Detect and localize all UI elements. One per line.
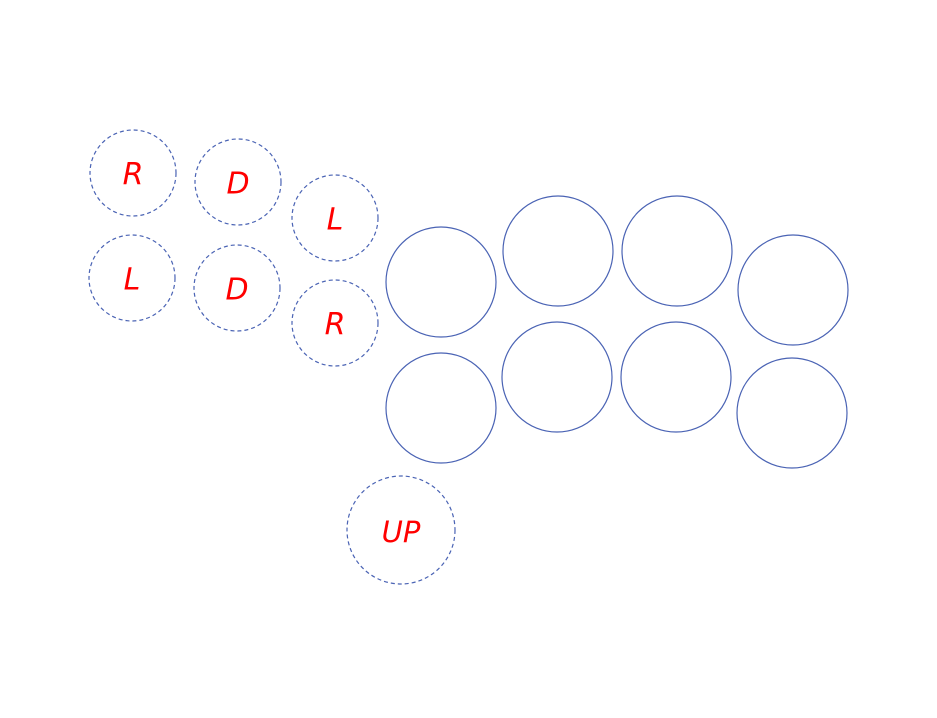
action-button-1[interactable] bbox=[385, 226, 497, 338]
dir-button-d-lower-outline[interactable] bbox=[193, 244, 281, 332]
dir-button-r-lower-outline[interactable] bbox=[291, 279, 379, 367]
dir-button-r-lower[interactable]: R bbox=[291, 279, 379, 367]
action-button-6[interactable] bbox=[501, 321, 613, 433]
action-button-2[interactable] bbox=[502, 195, 614, 307]
dir-button-d-upper-outline[interactable] bbox=[194, 138, 282, 226]
up-button[interactable]: UP bbox=[346, 475, 456, 585]
action-button-3[interactable] bbox=[621, 195, 733, 307]
dir-button-r-upper-label: R bbox=[123, 158, 144, 193]
action-button-7[interactable] bbox=[620, 321, 732, 433]
dir-button-d-upper-label: D bbox=[226, 167, 249, 202]
up-button-label: UP bbox=[382, 515, 421, 549]
dir-button-l-lower-outline[interactable] bbox=[88, 234, 176, 322]
dir-button-l-lower-label: L bbox=[124, 263, 141, 298]
dir-button-r-upper-outline[interactable] bbox=[89, 129, 177, 217]
dir-button-d-lower[interactable]: D bbox=[193, 244, 281, 332]
dir-button-l-upper-outline[interactable] bbox=[291, 174, 379, 262]
dir-button-r-lower-label: R bbox=[325, 308, 346, 343]
dir-button-d-lower-label: D bbox=[225, 273, 248, 308]
up-button-outline[interactable] bbox=[346, 475, 456, 585]
dir-button-l-upper[interactable]: L bbox=[291, 174, 379, 262]
action-button-4[interactable] bbox=[737, 234, 849, 346]
action-button-5[interactable] bbox=[385, 352, 497, 464]
dir-button-l-upper-label: L bbox=[327, 203, 344, 238]
dir-button-r-upper[interactable]: R bbox=[89, 129, 177, 217]
dir-button-d-upper[interactable]: D bbox=[194, 138, 282, 226]
action-buttons-group bbox=[385, 195, 849, 469]
direction-buttons-group: R D L L D R UP bbox=[88, 129, 456, 585]
action-button-8[interactable] bbox=[736, 357, 848, 469]
dir-button-l-lower[interactable]: L bbox=[88, 234, 176, 322]
